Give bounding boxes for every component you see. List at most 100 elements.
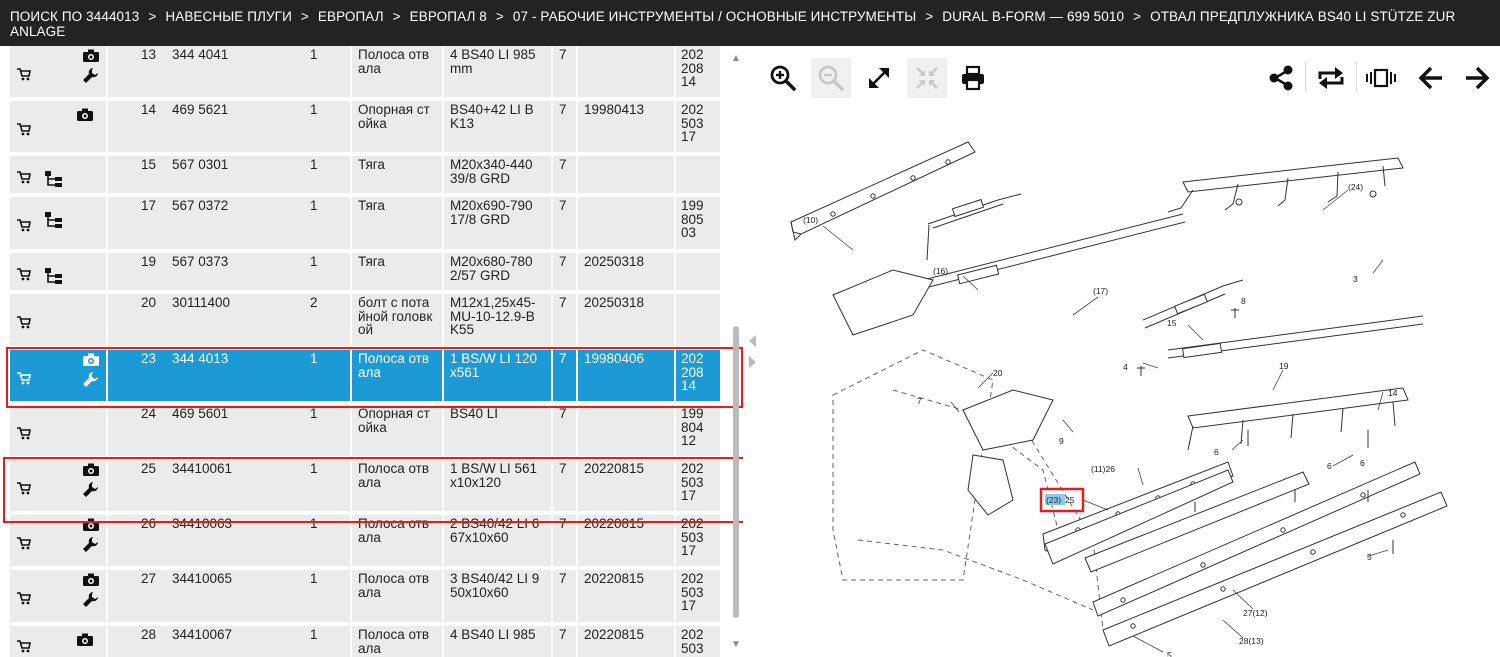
wrench-icon[interactable] <box>82 591 99 611</box>
scroll-down-icon[interactable]: ▼ <box>731 639 741 650</box>
cart-icon[interactable] <box>17 537 31 553</box>
callout-8[interactable]: 8 <box>1241 296 1246 306</box>
breadcrumb-item[interactable]: 07 - РАБОЧИЕ ИНСТРУМЕНТЫ / ОСНОВНЫЕ ИНСТ… <box>512 9 917 24</box>
print-button[interactable] <box>953 58 993 98</box>
callout-5b[interactable]: 5 <box>1167 650 1172 657</box>
camera-icon[interactable] <box>83 463 99 479</box>
cart-icon[interactable] <box>17 123 31 139</box>
callout-5a[interactable]: 5 <box>1367 552 1372 562</box>
swap-button[interactable] <box>1311 58 1351 98</box>
tree-icon[interactable] <box>45 212 62 231</box>
callout-24[interactable]: (24) <box>1348 182 1363 192</box>
cart-icon[interactable] <box>17 68 31 84</box>
wrench-icon[interactable] <box>82 67 99 87</box>
column-divider <box>551 253 553 290</box>
callout-20[interactable]: 20 <box>993 368 1003 378</box>
callout-19[interactable]: 19 <box>1279 361 1289 371</box>
previous-button[interactable] <box>1411 58 1451 98</box>
exploded-view-drawing[interactable]: (10) (24) (16) (17) 3 8 15 4 19 20 14 7 … <box>763 110 1500 657</box>
cart-icon[interactable] <box>17 171 31 187</box>
cell-date2: 202 503 17 <box>681 571 704 613</box>
panel-splitter[interactable] <box>743 46 763 657</box>
camera-icon[interactable] <box>83 573 99 589</box>
callout-9[interactable]: 9 <box>1059 436 1064 446</box>
camera-icon[interactable] <box>77 633 93 649</box>
column-divider <box>350 294 352 346</box>
callout-10[interactable]: (10) <box>803 215 818 225</box>
callout-11-26[interactable]: (11)26 <box>1091 464 1115 474</box>
scrollbar[interactable]: ▲ ▼ <box>729 52 743 652</box>
tree-icon[interactable] <box>45 171 62 190</box>
column-divider <box>442 626 444 657</box>
breadcrumb-item[interactable]: ЕВРОПАЛ 8 <box>409 9 487 24</box>
callout-27-12[interactable]: 27(12) <box>1243 608 1268 618</box>
cart-icon[interactable] <box>17 482 31 498</box>
cell-num: 17 <box>140 198 156 213</box>
callout-4[interactable]: 4 <box>1123 362 1128 372</box>
collapse-left-icon[interactable] <box>749 335 756 347</box>
zoom-out-button[interactable] <box>811 58 851 98</box>
wrench-icon[interactable] <box>82 481 99 501</box>
column-divider <box>442 350 444 401</box>
breadcrumb-item[interactable]: ПОИСК ПО 3444013 <box>10 9 140 24</box>
breadcrumb-separator: > <box>925 9 934 24</box>
share-button[interactable] <box>1261 58 1301 98</box>
cart-icon[interactable] <box>17 372 31 388</box>
callout-6c[interactable]: 6 <box>1360 458 1365 468</box>
cart-icon[interactable] <box>17 640 31 656</box>
carousel-button[interactable] <box>1361 58 1401 98</box>
wrench-icon[interactable] <box>82 371 99 391</box>
camera-icon[interactable] <box>77 108 93 124</box>
callout-25[interactable]: 25 <box>1065 495 1075 505</box>
breadcrumb: ПОИСК ПО 3444013>НАВЕСНЫЕ ПЛУГИ>ЕВРОПАЛ>… <box>0 0 1500 46</box>
callout-7[interactable]: 7 <box>917 396 922 406</box>
column-divider <box>106 197 108 249</box>
callout-14[interactable]: 14 <box>1388 388 1398 398</box>
callout-15[interactable]: 15 <box>1167 318 1177 328</box>
fit-button[interactable] <box>907 58 947 98</box>
cart-icon[interactable] <box>17 219 31 235</box>
camera-icon[interactable] <box>83 49 99 65</box>
tree-icon[interactable] <box>45 268 62 287</box>
cell-article: 34410063 <box>172 516 233 531</box>
collapse-right-icon[interactable] <box>749 356 756 368</box>
callout-28-13[interactable]: 28(13) <box>1239 636 1264 646</box>
cart-icon[interactable] <box>17 427 31 443</box>
callout-3[interactable]: 3 <box>1353 274 1358 284</box>
column-divider <box>106 156 108 193</box>
cart-icon[interactable] <box>17 316 31 332</box>
next-button[interactable] <box>1457 58 1497 98</box>
callout-23[interactable]: (23) <box>1046 495 1061 505</box>
scroll-up-icon[interactable]: ▲ <box>731 53 741 64</box>
cart-icon[interactable] <box>17 268 31 284</box>
expand-button[interactable] <box>859 58 899 98</box>
cart-icon[interactable] <box>17 592 31 608</box>
callout-16[interactable]: (16) <box>933 266 948 276</box>
callout-17[interactable]: (17) <box>1093 286 1108 296</box>
camera-icon[interactable] <box>83 518 99 534</box>
wrench-icon[interactable] <box>82 536 99 556</box>
callout-6a[interactable]: 6 <box>1214 447 1219 457</box>
zoom-in-button[interactable] <box>763 58 803 98</box>
breadcrumb-item[interactable]: DURAL B-FORM — 699 5010 <box>942 9 1125 24</box>
breadcrumb-item[interactable]: ЕВРОПАЛ <box>317 9 384 24</box>
cell-date2: 202 503 17 <box>681 461 704 503</box>
column-divider <box>674 350 676 401</box>
camera-icon[interactable] <box>83 353 99 369</box>
scrollbar-thumb[interactable] <box>733 326 739 618</box>
callout-6b[interactable]: 6 <box>1327 461 1332 471</box>
breadcrumb-item[interactable]: НАВЕСНЫЕ ПЛУГИ <box>165 9 292 24</box>
cell-col7: 7 <box>559 102 567 117</box>
